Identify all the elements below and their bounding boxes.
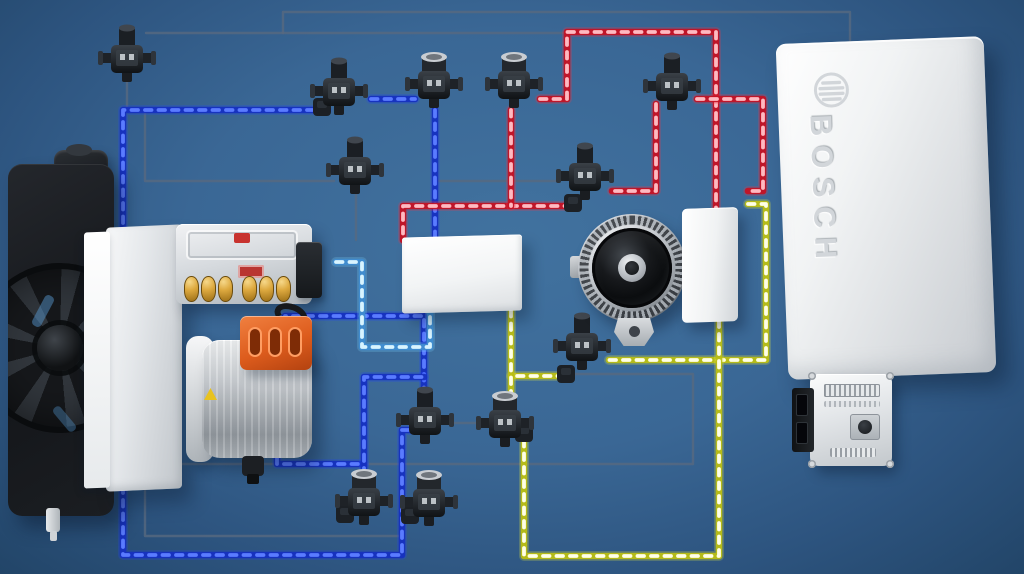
bosch-logo-icon — [813, 72, 849, 108]
pipe-elbow-fitting — [564, 194, 582, 212]
ptc-heater — [682, 207, 738, 323]
pipe-blue-main-loop — [118, 105, 415, 560]
inverter-capacitor — [242, 276, 257, 302]
pipe-yellow-battery-chain — [604, 199, 771, 365]
hv-phase-port — [248, 327, 262, 357]
motor-drain — [242, 456, 264, 476]
pipe-gray-top-run — [281, 10, 852, 42]
fan-drain-fitting — [46, 508, 60, 532]
heat-exchanger — [402, 234, 522, 314]
ecu-connector — [792, 388, 814, 452]
coolant-valve-5 — [326, 136, 384, 194]
motor-drain-tip — [247, 474, 259, 484]
coolant-valve-7 — [396, 386, 454, 444]
blower-hub-pin — [625, 261, 639, 275]
inverter-connector — [296, 242, 322, 298]
ecu-connector-slot — [796, 422, 808, 444]
coolant-valve-4 — [556, 142, 614, 200]
coolant-pump-1 — [405, 52, 463, 108]
coolant-valve-2 — [310, 57, 368, 115]
inverter-capacitor — [201, 276, 216, 302]
pipe-gray-lower-rect — [143, 372, 695, 538]
pipe-gray-valve5-feed — [143, 108, 336, 183]
cabin-blower — [570, 212, 694, 350]
hv-connector — [240, 316, 312, 370]
ecu-screw — [808, 372, 816, 380]
coolant-valve-6 — [553, 312, 611, 370]
ecu-heatsink-ribs — [830, 448, 876, 457]
ecu-screw — [886, 460, 894, 468]
inverter-capacitor — [218, 276, 233, 302]
fan-hub — [37, 325, 83, 371]
ecu-round-port-pin — [858, 420, 872, 434]
coolant-pump-3 — [335, 469, 393, 525]
pipe-elbow-fitting — [557, 365, 575, 383]
coolant-valve-8 — [476, 391, 534, 447]
ecu-heatsink-ribs — [824, 384, 880, 397]
coolant-valve-3 — [643, 52, 701, 110]
coolant-valve-1 — [98, 24, 156, 82]
inverter-capacitor — [276, 276, 291, 302]
pipe-cyan-inverter-heatex — [331, 257, 435, 352]
ecu-connector-slot — [796, 394, 808, 416]
inverter-capacitor — [184, 276, 199, 302]
bosch-wordmark: BOSCH — [803, 113, 843, 269]
ecu-round-port — [850, 414, 880, 440]
inverter-capacitor — [259, 276, 274, 302]
pipe-red-pump2-ptc — [535, 27, 721, 221]
battery-pack: BOSCH — [775, 36, 997, 380]
motor-body — [202, 340, 312, 458]
inverter-warning-label — [238, 265, 264, 278]
pipe-red-valve3-valve4 — [607, 99, 661, 196]
hv-phase-port — [268, 327, 282, 357]
power-inverter — [176, 218, 328, 310]
radiator-core — [106, 224, 182, 492]
control-unit — [792, 372, 898, 472]
blower-hub — [618, 254, 646, 282]
fan-drain-tip — [50, 531, 57, 541]
pipe-red-heater-feed — [398, 201, 576, 245]
pipe-yellow-bottom-loop — [519, 315, 724, 561]
hv-phase-port — [288, 327, 302, 357]
ecu-screw — [886, 372, 894, 380]
coolant-pump-2 — [485, 52, 543, 108]
inverter-warning-label — [234, 233, 250, 243]
pipe-blue-motor-branch — [359, 372, 429, 493]
blower-bracket-hole — [629, 326, 640, 337]
coolant-pump-4 — [400, 470, 458, 526]
electric-motor — [186, 298, 326, 484]
pipe-red-valve3-battery — [692, 94, 768, 196]
ecu-heatsink-ribs — [824, 401, 880, 407]
ecu-screw — [808, 460, 816, 468]
radiator-front-panel — [84, 231, 110, 489]
radiator — [84, 224, 184, 500]
coolant-tank-cap — [66, 144, 92, 156]
